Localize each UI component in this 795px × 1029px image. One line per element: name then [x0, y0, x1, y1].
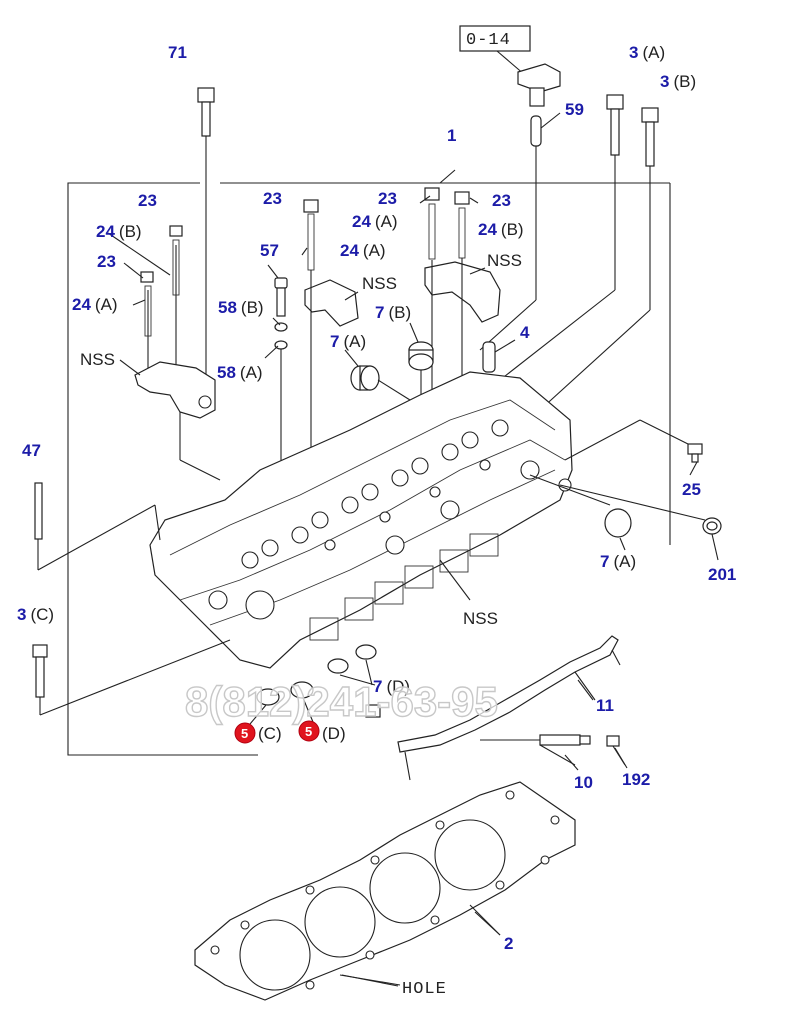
callout-59: 59 — [565, 100, 584, 119]
dowel-4 — [482, 341, 496, 373]
reference-box: 0-14 — [459, 25, 531, 52]
callouts: 71 59 3(A) 3(B) 1 23 23 23 23 23 24(B) 2… — [17, 43, 736, 953]
reference-box-label: 0-14 — [466, 31, 511, 50]
svg-text:5: 5 — [305, 724, 312, 739]
callout-1: 1 — [447, 126, 456, 145]
callout-23-left-mid: 23 — [97, 252, 116, 271]
callout-58a: 58(A) — [217, 363, 263, 382]
phone-watermark: 8(812)241-63-95 — [185, 678, 498, 725]
nss-label-center: NSS — [362, 274, 397, 293]
leader-lines — [107, 112, 719, 987]
nss-label-left: NSS — [80, 350, 115, 369]
callout-5d: 5 (D) — [298, 720, 346, 743]
callout-47: 47 — [22, 441, 41, 460]
callout-3c: 3(C) — [17, 605, 54, 624]
hole-label: HOLE — [402, 980, 447, 999]
plug-7a-upper — [350, 365, 411, 401]
svg-text:5: 5 — [241, 726, 248, 741]
glow-plug-connector-11 — [397, 635, 621, 781]
callout-24b-left: 24(B) — [96, 222, 142, 241]
callout-3a: 3(A) — [629, 43, 665, 62]
plug-7b — [408, 341, 434, 400]
text-labels: NSS NSS NSS NSS HOLE — [80, 251, 522, 999]
callout-7a-lower: 7(A) — [600, 552, 636, 571]
callout-11: 11 — [596, 696, 614, 715]
callout-24a-left: 24(A) — [72, 295, 118, 314]
plug-5c — [256, 688, 280, 706]
plug-25 — [564, 419, 703, 463]
callout-10: 10 — [574, 773, 593, 792]
callout-24a-center: 24(A) — [340, 241, 386, 260]
plug-7a-lower — [529, 474, 632, 538]
callout-58b: 58(B) — [218, 298, 264, 317]
callout-57: 57 — [260, 241, 279, 260]
callout-24b-right: 24(B) — [478, 220, 524, 239]
bolt-71 — [197, 87, 215, 395]
svg-text:(C): (C) — [258, 724, 282, 743]
callout-7b: 7(B) — [375, 303, 411, 322]
plug-7d — [327, 644, 381, 718]
stud-47 — [34, 482, 161, 571]
callout-23-right-a: 23 — [378, 189, 397, 208]
svg-text:(D): (D) — [322, 724, 346, 743]
callout-2: 2 — [504, 934, 513, 953]
callout-3b: 3(B) — [660, 72, 696, 91]
cam-sensor — [496, 50, 561, 107]
callout-7a-upper: 7(A) — [330, 332, 366, 351]
cam-cap-center — [303, 199, 359, 470]
callout-23-right-b: 23 — [492, 191, 511, 210]
nss-label-lower: NSS — [463, 609, 498, 628]
callout-25: 25 — [682, 480, 701, 499]
bolt-3a — [499, 94, 624, 381]
head-gasket — [194, 781, 576, 1001]
nss-label-right: NSS — [487, 251, 522, 270]
callout-23-center: 23 — [263, 189, 282, 208]
badge-5d — [298, 720, 320, 742]
callout-5c: 5 (C) — [234, 722, 282, 744]
callout-7d: 7(D) — [373, 677, 410, 696]
badge-5c — [234, 722, 256, 744]
callout-71: 71 — [168, 43, 187, 62]
cam-cap-left — [134, 225, 221, 481]
callout-201: 201 — [708, 565, 736, 584]
callout-4: 4 — [520, 323, 530, 342]
cylinder-head — [149, 371, 573, 669]
assembly-frame — [67, 182, 671, 756]
callout-23-left-top: 23 — [138, 191, 157, 210]
bolt-3c — [32, 639, 231, 716]
callout-24a-right: 24(A) — [352, 212, 398, 231]
callout-192: 192 — [622, 770, 650, 789]
plug-5d — [290, 681, 314, 699]
glow-plug-10 — [480, 734, 591, 766]
bolt-3b — [539, 107, 659, 411]
